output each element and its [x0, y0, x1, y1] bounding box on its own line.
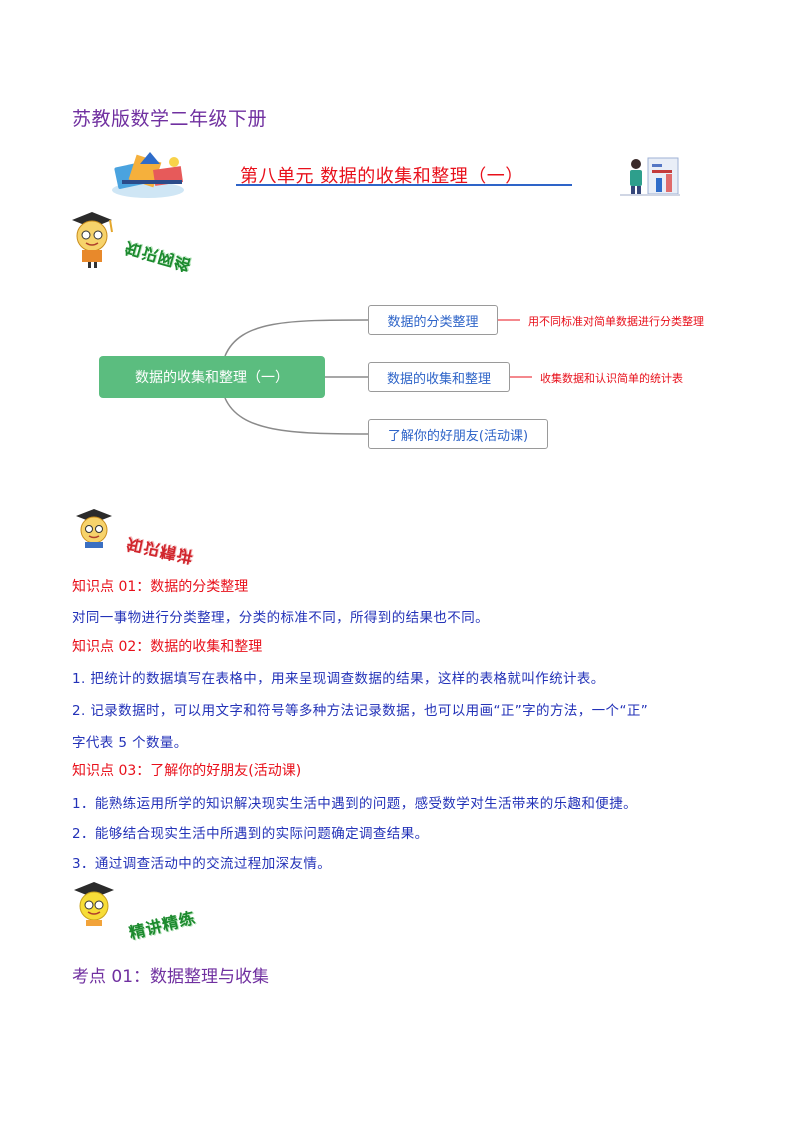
knowledge-point-3-line-3: 3．通过调查活动中的交流过程加深友情。 [72, 856, 332, 872]
mindmap-branch-collect: 数据的收集和整理 [368, 362, 510, 392]
knowledge-point-3-line-1: 1．能熟练运用所学的知识解决现实生活中遇到的问题，感受数学对生活带来的乐趣和便捷… [72, 796, 637, 812]
section-knowledge-network: 知识网络 [123, 238, 194, 276]
knowledge-point-3-heading: 知识点 03：了解你的好朋友(活动课) [72, 763, 302, 779]
mindmap-note-collect: 收集数据和认识简单的统计表 [540, 372, 683, 385]
mindmap-root: 数据的收集和整理（一） [99, 356, 325, 398]
mindmap-note-classify: 用不同标准对简单数据进行分类整理 [528, 315, 704, 328]
mindmap-branch-classify: 数据的分类整理 [368, 305, 498, 335]
knowledge-point-2-line-3: 字代表 5 个数量。 [72, 735, 188, 751]
mascot-scholar-icon [74, 882, 114, 926]
knowledge-point-1-heading: 知识点 01：数据的分类整理 [72, 579, 249, 595]
mascot-scholar-icon [72, 212, 113, 268]
mindmap-branch-activity: 了解你的好朋友(活动课) [368, 419, 548, 449]
exam-point-heading: 考点 01：数据整理与收集 [72, 967, 270, 987]
mascot-scholar-icon [76, 509, 112, 548]
knowledge-point-2-heading: 知识点 02：数据的收集和整理 [72, 639, 263, 655]
knowledge-point-2-line-1: 1. 把统计的数据填写在表格中，用来呈现调查数据的结果，这样的表格就叫作统计表。 [72, 671, 605, 687]
section-examples: 精讲精练 [127, 908, 198, 943]
unit-title: 第八单元 数据的收集和整理（一） [240, 166, 524, 187]
knowledge-point-3-line-2: 2．能够结合现实生活中所遇到的实际问题确定调查结果。 [72, 826, 429, 842]
book-title: 苏教版数学二年级下册 [72, 108, 268, 130]
unit-title-underline [236, 184, 572, 186]
knowledge-point-1-line-1: 对同一事物进行分类整理，分类的标准不同，所得到的结果也不同。 [72, 610, 489, 626]
section-key-points: 知识精讲 [125, 534, 196, 567]
knowledge-point-2-line-2: 2. 记录数据时，可以用文字和符号等多种方法记录数据，也可以用画“正”字的方法，… [72, 703, 649, 719]
